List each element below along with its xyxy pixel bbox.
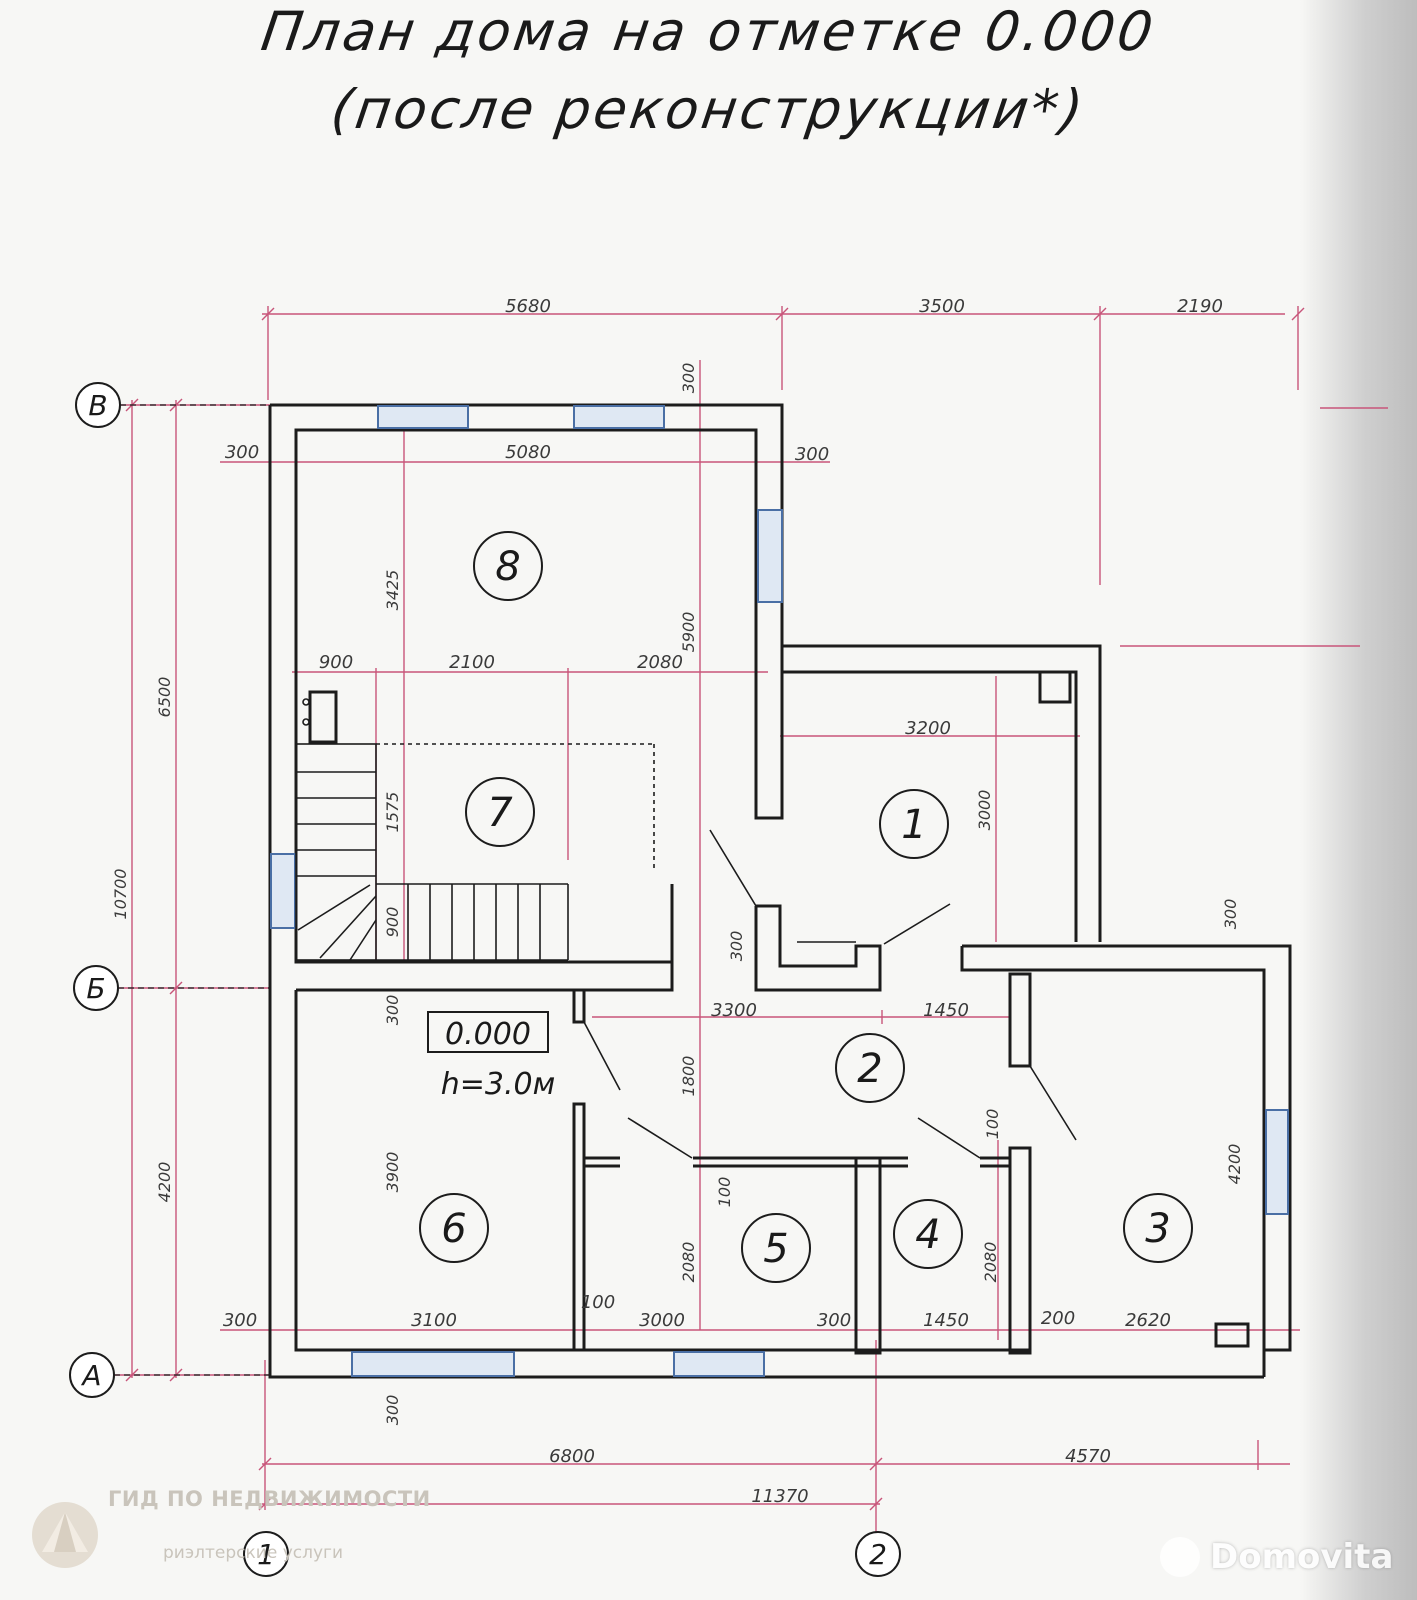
axis-label-1: 1 bbox=[257, 1538, 275, 1571]
dim-left-total: 10700 bbox=[111, 869, 130, 920]
agency-tagline: риэлтерские услуги bbox=[162, 1543, 344, 1563]
dim-wall-300-b: 300 bbox=[383, 995, 402, 1026]
room-number-5: 5 bbox=[763, 1226, 788, 1272]
dim-top-5680: 5680 bbox=[505, 296, 551, 317]
dim-r1-width: 3200 bbox=[905, 718, 951, 739]
dim-hall-3300: 3300 bbox=[711, 1000, 757, 1021]
dim-r3-wall: 300 bbox=[1221, 899, 1240, 930]
axis-label-v: В bbox=[88, 389, 107, 422]
agency-logo-icon bbox=[32, 1502, 98, 1568]
dim-bottom-4570: 4570 bbox=[1065, 1446, 1111, 1467]
dim-wall-100-a: 100 bbox=[983, 1109, 1002, 1140]
axis-label-b: Б bbox=[86, 972, 105, 1005]
dim-bot-300b: 300 bbox=[817, 1310, 851, 1331]
dim-r8-wall-left: 300 bbox=[225, 442, 259, 463]
room-markers bbox=[419, 531, 1193, 1283]
level-mark-box bbox=[427, 1011, 549, 1053]
dim-bot-300: 300 bbox=[223, 1310, 257, 1331]
windows bbox=[270, 405, 1289, 1377]
axis-markers bbox=[69, 382, 901, 1577]
dim-bot-100: 100 bbox=[581, 1292, 615, 1313]
dim-bot-3100: 3100 bbox=[411, 1310, 457, 1331]
dim-bot-1450: 1450 bbox=[923, 1310, 969, 1331]
dim-wall-300-mid: 300 bbox=[727, 931, 746, 962]
room-number-1: 1 bbox=[901, 802, 926, 848]
dim-stair-2080: 2080 bbox=[637, 652, 683, 673]
room-number-6: 6 bbox=[441, 1206, 466, 1252]
axis-label-a: А bbox=[80, 1359, 101, 1392]
agency-name: ГИД ПО НЕДВИЖИМОСТИ bbox=[108, 1487, 431, 1511]
dimension-lines bbox=[110, 306, 1388, 1550]
dim-r8-height: 3425 bbox=[383, 570, 402, 611]
room-number-7: 7 bbox=[487, 790, 513, 836]
dim-wall-top: 300 bbox=[679, 363, 698, 394]
axis-label-2: 2 bbox=[869, 1538, 887, 1571]
dim-hall-1450: 1450 bbox=[923, 1000, 969, 1021]
dim-left-upper: 6500 bbox=[155, 677, 174, 718]
room-number-3: 3 bbox=[1145, 1206, 1170, 1252]
dim-hall-height: 1800 bbox=[679, 1056, 698, 1097]
dim-r6-height: 3900 bbox=[383, 1152, 402, 1193]
dim-bot-2620: 2620 bbox=[1125, 1310, 1171, 1331]
dim-wall-100-b: 100 bbox=[715, 1177, 734, 1208]
doors bbox=[583, 829, 1077, 1159]
page-shadow bbox=[1300, 0, 1417, 1600]
dim-bottom-total: 11370 bbox=[751, 1486, 808, 1507]
axis-bubble-1 bbox=[243, 1531, 289, 1577]
room-number-8: 8 bbox=[495, 544, 520, 590]
level-mark: 0.000 bbox=[445, 1017, 531, 1052]
dim-stair-low: 900 bbox=[383, 907, 402, 938]
axis-bubble-2 bbox=[855, 1531, 901, 1577]
dim-bot-3000: 3000 bbox=[639, 1310, 685, 1331]
dim-r8-width: 5080 bbox=[505, 442, 551, 463]
dim-top-3500: 3500 bbox=[919, 296, 965, 317]
domovita-logo-icon bbox=[1160, 1537, 1200, 1577]
dim-r8-wall-right: 300 bbox=[795, 444, 829, 465]
dim-r3-height: 4200 bbox=[1225, 1144, 1244, 1185]
dim-r5-height: 2080 bbox=[679, 1242, 698, 1283]
staircase bbox=[295, 698, 655, 961]
dim-bottom-6800: 6800 bbox=[549, 1446, 595, 1467]
dim-bot-200: 200 bbox=[1041, 1308, 1075, 1329]
dim-r4-height: 2080 bbox=[981, 1242, 1000, 1283]
room-number-2: 2 bbox=[857, 1046, 882, 1092]
dim-wall-bottom: 300 bbox=[383, 1395, 402, 1426]
dim-r7-height: 1575 bbox=[383, 792, 402, 833]
room-number-4: 4 bbox=[915, 1212, 940, 1258]
dim-left-lower: 4200 bbox=[155, 1162, 174, 1203]
axis-lines bbox=[114, 404, 270, 1376]
dim-5900: 5900 bbox=[679, 612, 698, 653]
ceiling-height: h=3.0м bbox=[441, 1067, 556, 1102]
dim-stair-2100: 2100 bbox=[449, 652, 495, 673]
dim-r1-height: 3000 bbox=[975, 790, 994, 831]
dim-top-2190: 2190 bbox=[1177, 296, 1223, 317]
site-watermark: Domovita bbox=[1210, 1537, 1394, 1577]
dim-stair-900: 900 bbox=[319, 652, 353, 673]
